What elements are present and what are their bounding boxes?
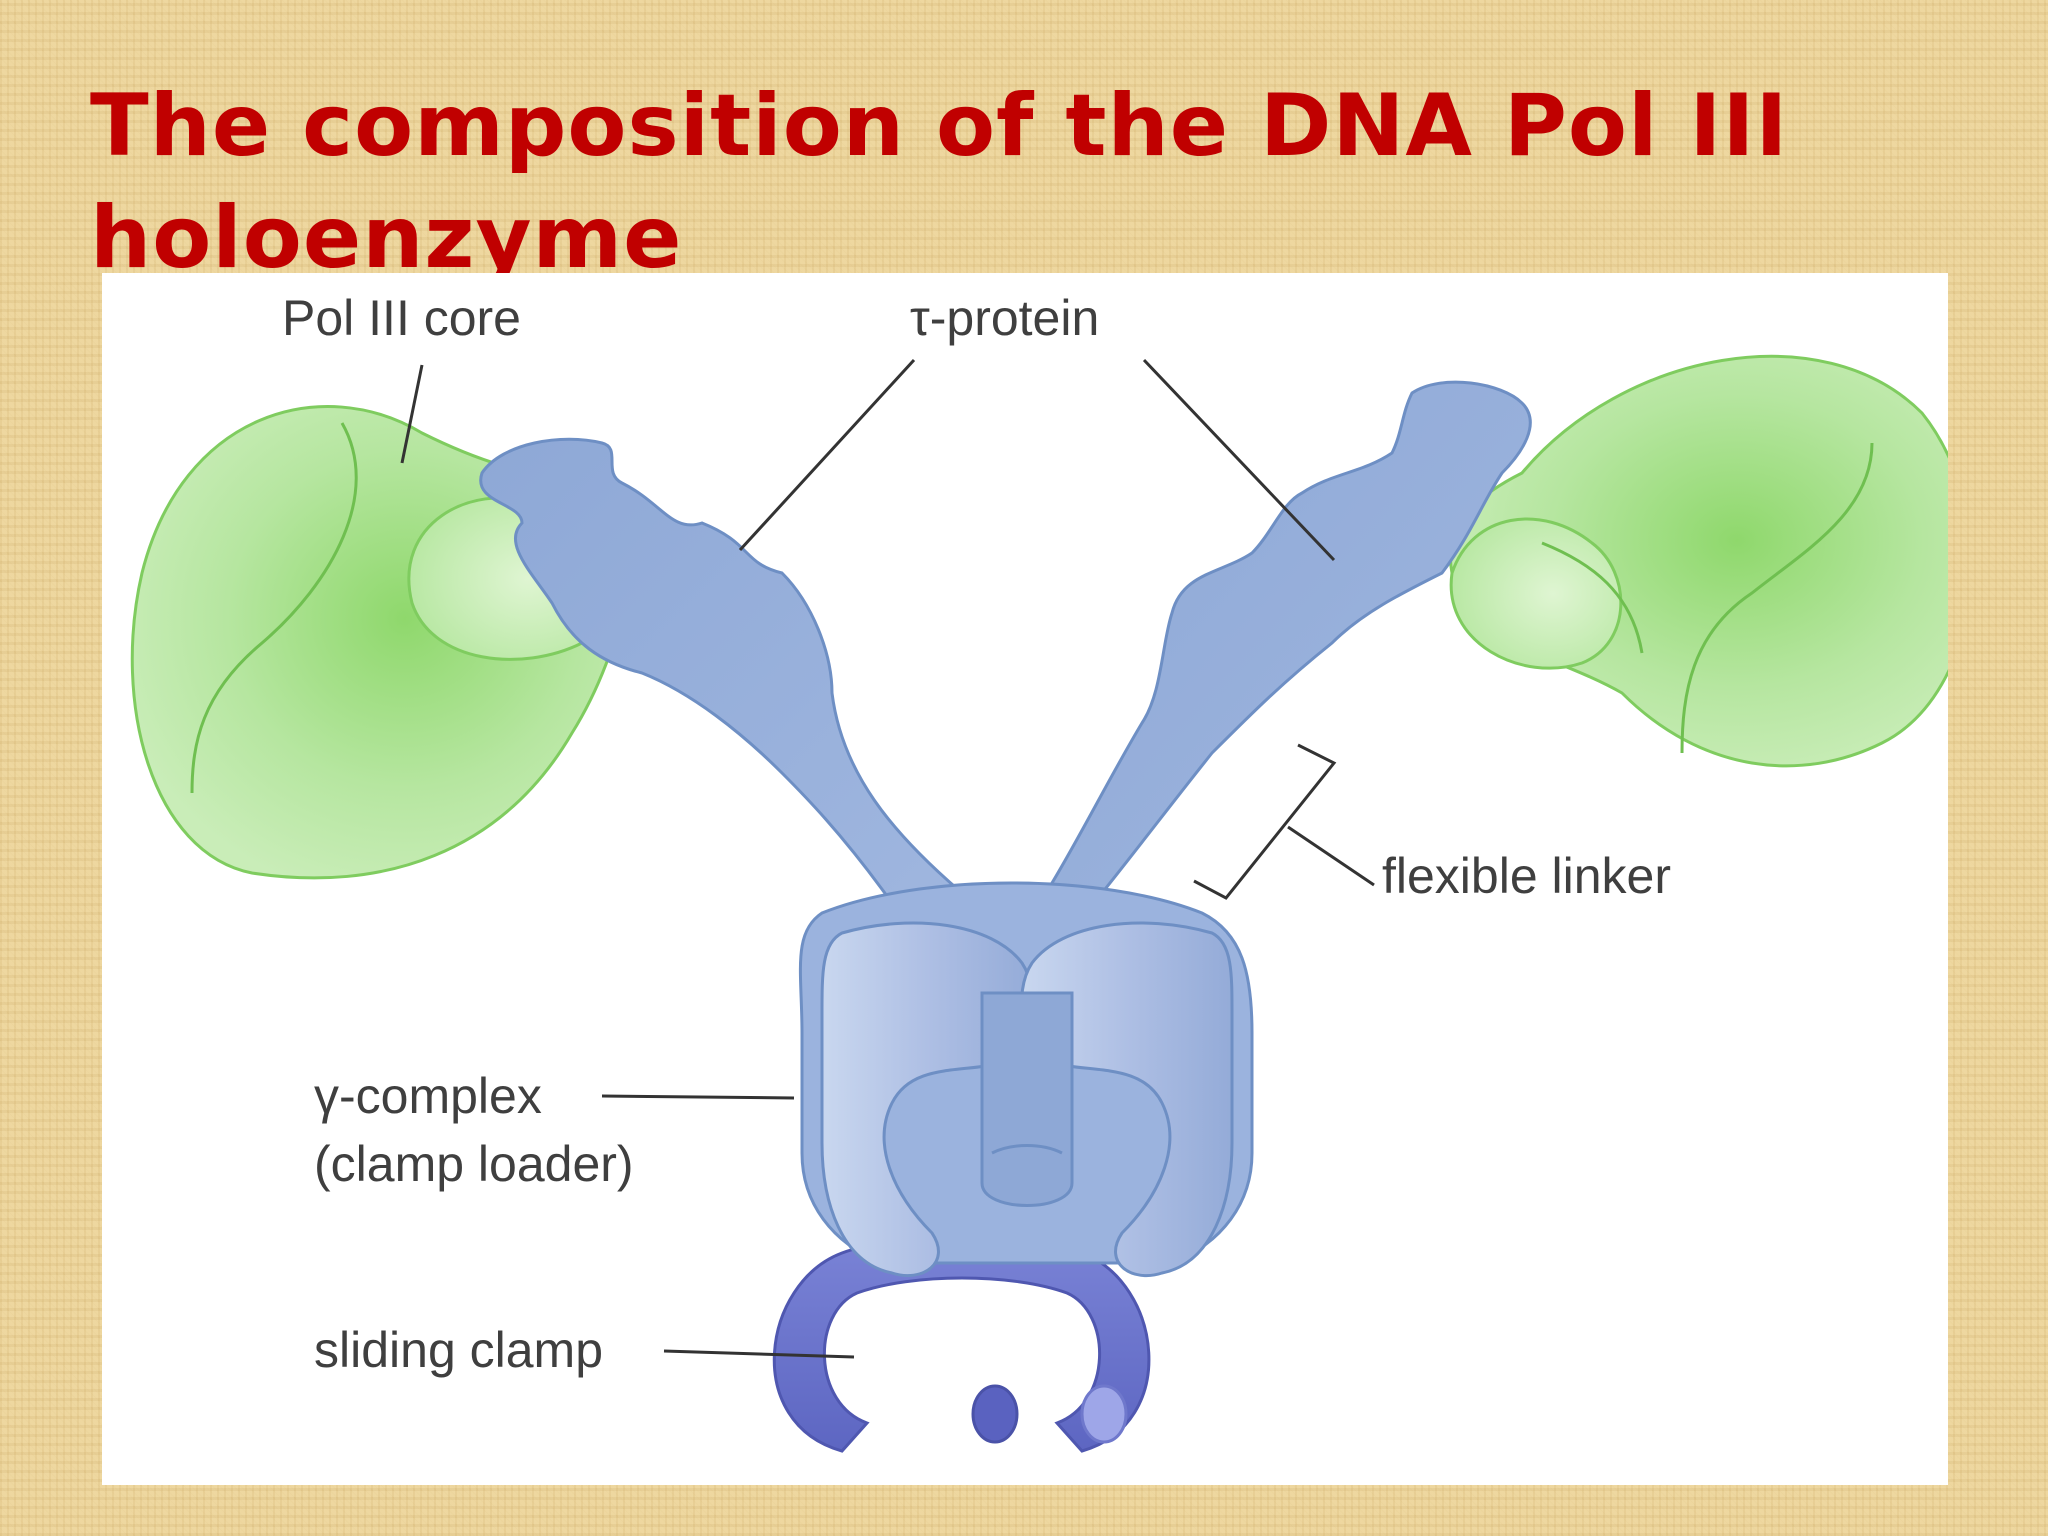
- flexible-linker-bracket: [1193, 743, 1337, 900]
- sliding-clamp-label: sliding clamp: [314, 1322, 603, 1378]
- tau-leader-line-right: [1142, 358, 1336, 562]
- flexible-linker-label: flexible linker: [1382, 848, 1671, 904]
- gamma-complex-shape: [798, 881, 1254, 1278]
- diagram-panel: Pol III core τ-protein flexible linker γ…: [102, 273, 1948, 1485]
- tau-leader-line-left: [738, 358, 916, 552]
- clamp-loader-label: (clamp loader): [314, 1136, 634, 1192]
- flexible-linker-leader-line: [1287, 825, 1375, 887]
- sliding-clamp-leader-line: [663, 1349, 855, 1359]
- sliding-clamp-shape: [772, 1235, 1151, 1453]
- slide-title: The composition of the DNA Pol III holoe…: [90, 76, 1789, 288]
- tau-arm-right: [1050, 380, 1532, 899]
- tau-protein-label: τ-protein: [910, 290, 1099, 346]
- gamma-complex-label: γ-complex: [314, 1068, 542, 1124]
- pol-core-left: [130, 405, 629, 880]
- pol-core-leader-line: [400, 364, 424, 464]
- holoenzyme-diagram: Pol III core τ-protein flexible linker γ…: [130, 290, 1948, 1453]
- leader-lines: [400, 358, 1375, 1359]
- gamma-complex-leader-line: [601, 1094, 795, 1100]
- pol-core-right: [1449, 354, 1948, 768]
- pol-core-label: Pol III core: [282, 290, 521, 346]
